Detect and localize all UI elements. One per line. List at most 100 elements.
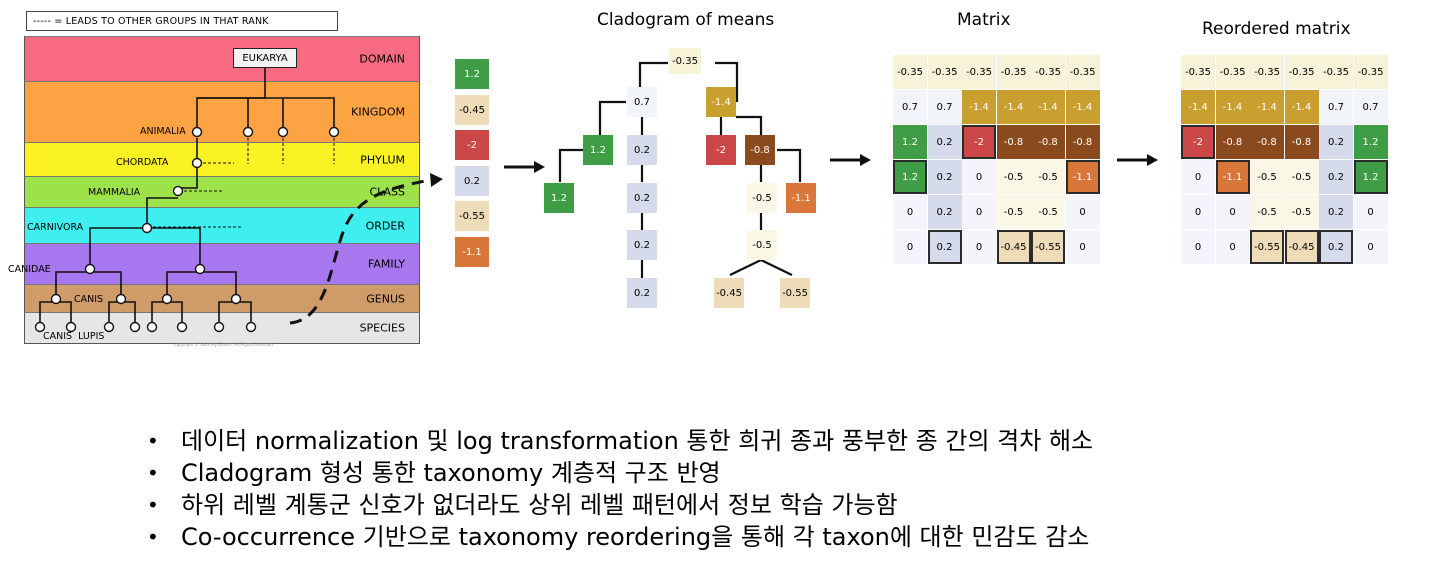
matrix-cell: -0.35 [1215,55,1250,89]
label-mammalia: MAMMALIA [88,187,141,198]
matrix-cell: -1.1 [1215,160,1250,194]
cladogram-title: Cladogram of means [597,10,775,30]
matrix-cell: 1.2 [893,125,927,159]
value-cell: -1.1 [455,237,489,267]
rank-label: FAMILY [368,257,405,271]
matrix-cell: -0.35 [1031,55,1065,89]
cladogram-node: 1.2 [583,135,613,165]
cladogram-node: 0.2 [627,230,657,260]
matrix-cell: -0.35 [1353,55,1388,89]
rank-label: DOMAIN [359,52,405,66]
cladogram-node: -0.5 [747,183,777,213]
rank-label: ORDER [365,219,405,232]
matrix-cell: -0.45 [996,230,1031,264]
matrix-cell: 0 [1065,195,1100,229]
legend-note: ----- = LEADS TO OTHER GROUPS IN THAT RA… [26,11,338,31]
matrix-cell: -0.5 [1284,160,1319,194]
rank-band-domain: DOMAIN [24,36,420,81]
matrix-cell: -0.45 [1284,230,1319,264]
bullet-item: •Cladogram 형성 통한 taxonomy 계층적 구조 반영 [147,459,721,487]
matrix-cell: -0.5 [1284,195,1319,229]
cladogram-node: 0.2 [627,135,657,165]
cladogram-node: 0.7 [627,87,657,117]
matrix-cell: -0.35 [1065,55,1100,89]
matrix-cell: -2 [962,125,996,159]
matrix-cell: -0.55 [1250,230,1284,264]
matrix-cell: -0.8 [1250,125,1284,159]
matrix-cell: 0.2 [927,160,962,194]
value-cell: 1.2 [455,59,489,89]
matrix-cell: 0 [962,230,996,264]
label-canidae: CANIDAE [8,264,51,275]
taxonomy-diagram: ----- = LEADS TO OTHER GROUPS IN THAT RA… [8,10,422,347]
matrix-cell: -0.8 [1065,125,1100,159]
matrix-cell: -0.55 [1031,230,1065,264]
matrix-cell: -0.35 [1284,55,1319,89]
matrix-cell: 0 [893,195,927,229]
matrix-cell: 0 [962,160,996,194]
matrix-cell: 0 [893,230,927,264]
cladogram-node: -0.5 [747,230,777,260]
matrix-cell: 1.2 [1353,125,1388,159]
matrix-title: Matrix [957,10,1011,30]
matrix-cell: 0 [1065,230,1100,264]
matrix-cell: 1.2 [893,160,927,194]
matrix-cell: -0.8 [1284,125,1319,159]
matrix-cell: -0.5 [1031,195,1065,229]
cladogram-node: 0.2 [627,183,657,213]
matrix-cell: -2 [1181,125,1215,159]
taxonomy-tree [34,68,340,333]
matrix-cell: -0.5 [1250,160,1284,194]
bullet-list: •데이터 normalization 및 log transformation … [145,425,1345,553]
cladogram-node: 0.2 [627,278,657,308]
matrix-cell: -0.35 [893,55,927,89]
matrix-cell: 0 [1353,230,1388,264]
matrix-cell: 1.2 [1353,160,1388,194]
matrix-cell: -0.8 [996,125,1031,159]
matrix-cell: 0.7 [1319,90,1353,124]
arrow-icon [1117,154,1158,166]
rank-label: GENUS [366,292,405,305]
matrix-cell: -1.4 [962,90,996,124]
matrix-cell: -1.4 [1181,90,1215,124]
cladogram-node: 1.2 [544,183,574,213]
matrix-cell: -1.4 [1065,90,1100,124]
label-canis: CANIS [74,294,104,305]
matrix-cell: -1.4 [1250,90,1284,124]
cladogram-node: -0.55 [780,278,810,308]
matrix-cell: -0.5 [1250,195,1284,229]
matrix-cell: -0.35 [1319,55,1353,89]
value-cell: -0.45 [455,95,489,125]
matrix-cell: 0.7 [893,90,927,124]
matrix-cell: -1.1 [1065,160,1100,194]
matrix-cell: -0.35 [1250,55,1284,89]
cladogram-node: -0.8 [745,135,775,165]
reordered-matrix-title: Reordered matrix [1202,19,1351,39]
label-canis-lupis: CANIS LUPIS [43,331,105,342]
label-carnivora: CARNIVORA [27,222,84,233]
matrix-cell: 0.2 [927,230,962,264]
rank-band-kingdom: KINGDOM [24,81,420,142]
rank-band-genus: GENUS [24,284,420,312]
matrix-cell: 0 [1353,195,1388,229]
label-animalia: ANIMALIA [140,126,186,137]
matrix-cell: 0.2 [1319,160,1353,194]
matrix-cell: -1.4 [1215,90,1250,124]
cladogram-node: -0.35 [669,48,701,74]
cladogram-node: -1.1 [786,183,816,213]
bullet-item: •데이터 normalization 및 log transformation … [147,427,1094,455]
matrix-cell: -0.35 [927,55,962,89]
value-cell: -2 [455,130,489,160]
bullet-item: •Co-occurrence 기반으로 taxonomy reordering을… [147,523,1090,551]
matrix-cell: 0 [962,195,996,229]
matrix-cell: -0.5 [1031,160,1065,194]
matrix-cell: 0.7 [927,90,962,124]
cladogram-node: -0.45 [714,278,744,308]
matrix-cell: 0.2 [1319,195,1353,229]
bullet-item: •하위 레벨 계통군 신호가 없더라도 상위 레벨 패턴에서 정보 학습 가능함 [147,491,898,519]
rank-label: KINGDOM [351,105,405,119]
arrow-icon [830,154,871,166]
matrix-cell: 0 [1181,160,1215,194]
rank-label: PHYLUM [360,153,405,166]
matrix-cell: 0 [1181,195,1215,229]
